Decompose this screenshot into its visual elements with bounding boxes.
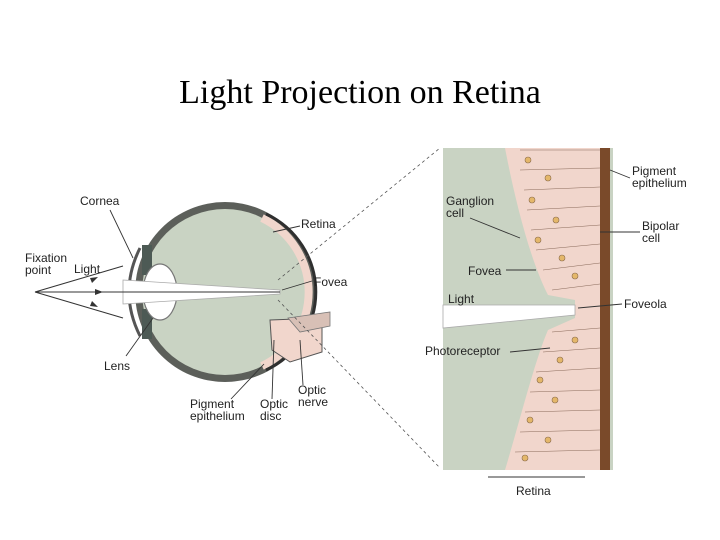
label-detail-pigment-line2: epithelium xyxy=(632,176,687,190)
zoom-guide-top xyxy=(278,148,440,280)
cell-body xyxy=(527,417,533,423)
label-photoreceptor: Photoreceptor xyxy=(425,344,500,358)
label-bipolar-line2: cell xyxy=(642,231,660,245)
cell-body xyxy=(525,157,531,163)
cell-body xyxy=(537,377,543,383)
label-ganglion-line2: cell xyxy=(446,206,464,220)
label-fovea-eye: Fovea xyxy=(314,275,348,289)
label-retina-eye: Retina xyxy=(301,217,336,231)
cell-body xyxy=(535,237,541,243)
label-lens: Lens xyxy=(104,359,130,373)
ray-arrow-central xyxy=(95,289,103,295)
cell-body xyxy=(522,455,528,461)
label-detail-retina: Retina xyxy=(516,484,551,498)
cell-body xyxy=(545,437,551,443)
label-foveola: Foveola xyxy=(624,297,667,311)
cell-body xyxy=(545,175,551,181)
label-optic-nerve-line2: nerve xyxy=(298,395,328,409)
label-detail-fovea: Fovea xyxy=(468,264,502,278)
detail-pigment-epithelium xyxy=(600,148,610,470)
cell-body xyxy=(557,357,563,363)
label-cornea: Cornea xyxy=(80,194,120,208)
cell-body xyxy=(572,337,578,343)
label-light-eye: Light xyxy=(74,262,101,276)
cell-body xyxy=(559,255,565,261)
ray-arrow-upper xyxy=(90,277,98,283)
cell-body xyxy=(552,397,558,403)
label-fixation-line2: point xyxy=(25,263,52,277)
leader-cornea xyxy=(110,210,133,258)
label-detail-light: Light xyxy=(448,292,475,306)
ray-lower xyxy=(35,292,123,318)
ray-arrow-lower xyxy=(90,301,98,307)
cell-body xyxy=(572,273,578,279)
cell-body xyxy=(529,197,535,203)
cell-body xyxy=(553,217,559,223)
label-pigment-line2: epithelium xyxy=(190,409,245,423)
label-optic-disc-line2: disc xyxy=(260,409,281,423)
